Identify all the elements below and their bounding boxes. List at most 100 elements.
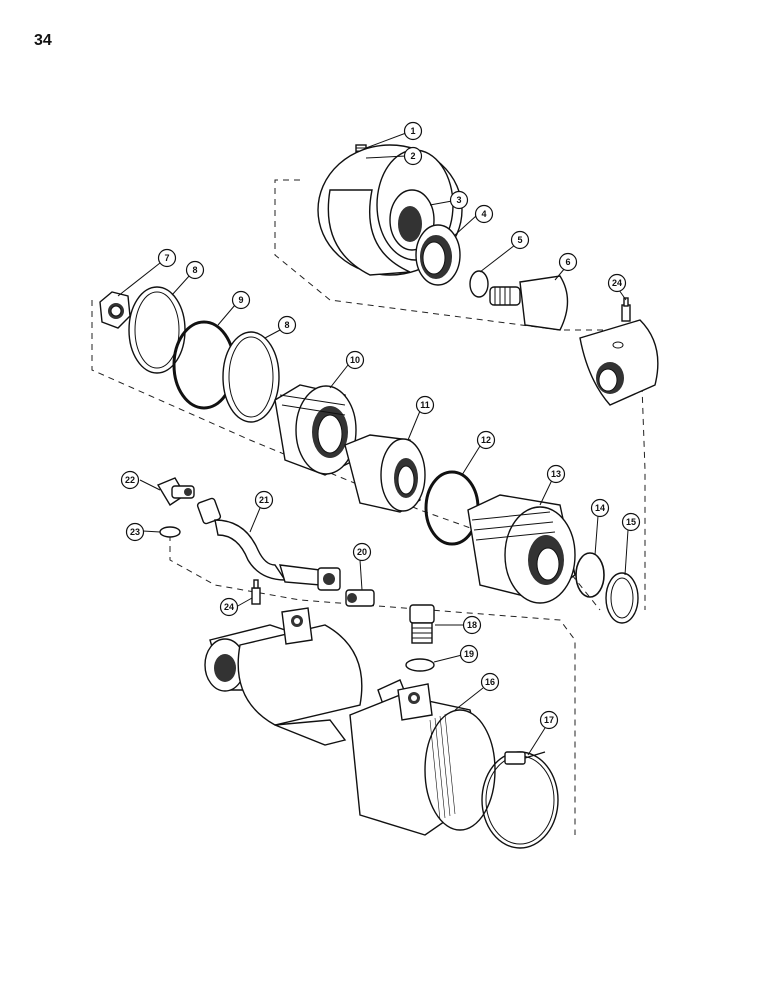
callout-c20: 20 (352, 542, 372, 562)
callout-c6: 6 (558, 252, 578, 272)
callout-label: 24 (224, 602, 234, 612)
callout-c16: 16 (480, 672, 500, 692)
callout-label: 5 (517, 235, 522, 245)
callout-c24b: 24 (219, 597, 239, 617)
part-o-ring-19 (405, 658, 435, 672)
callout-circle (125, 522, 145, 542)
callout-c9: 9 (231, 290, 251, 310)
callout-c23: 23 (125, 522, 145, 542)
callout-c10: 10 (345, 350, 365, 370)
part-spacer-tube (344, 434, 426, 513)
part-lock-nut (99, 291, 131, 329)
callout-circle (352, 542, 372, 562)
callout-circle (185, 260, 205, 280)
callout-label: 4 (481, 209, 486, 219)
callout-c7: 7 (157, 248, 177, 268)
leader-lines (117, 132, 629, 756)
part-backup-ring-15 (605, 572, 639, 624)
callout-c19: 19 (459, 644, 479, 664)
callout-circle (415, 395, 435, 415)
part-wiper-seal (415, 224, 461, 286)
callout-label: 18 (467, 620, 477, 630)
callout-label: 2 (410, 151, 415, 161)
callout-circle (558, 252, 578, 272)
part-elbow-fitting (156, 477, 195, 506)
part-cylinder-head (467, 494, 576, 604)
callout-c14: 14 (590, 498, 610, 518)
callout-circle (539, 710, 559, 730)
part-piston-rod (489, 275, 569, 331)
callout-label: 14 (595, 503, 605, 513)
part-grease-fitting-top (621, 297, 631, 322)
callout-label: 20 (357, 547, 367, 557)
callout-c5: 5 (510, 230, 530, 250)
callout-circle (459, 644, 479, 664)
callout-circle (510, 230, 530, 250)
callout-circle (590, 498, 610, 518)
callout-c18: 18 (462, 615, 482, 635)
callout-label: 11 (420, 400, 430, 410)
callout-circle (480, 672, 500, 692)
callout-label: 10 (350, 355, 360, 365)
callout-label: 6 (565, 257, 570, 267)
callout-c3: 3 (449, 190, 469, 210)
callout-c8b: 8 (277, 315, 297, 335)
callout-circle (120, 470, 140, 490)
part-cylinder-barrel (349, 679, 496, 836)
part-grease-fitting-lower (251, 579, 261, 605)
callout-c8a: 8 (185, 260, 205, 280)
part-rod-eye (579, 319, 659, 406)
callout-circle (254, 490, 274, 510)
callout-circle (219, 597, 239, 617)
callout-label: 1 (410, 126, 415, 136)
callout-label: 15 (626, 517, 636, 527)
callout-label: 21 (259, 495, 269, 505)
part-hydraulic-tube (196, 497, 321, 586)
part-o-ring-12 (424, 470, 480, 546)
callout-circle (462, 615, 482, 635)
assembly-guide-body (169, 535, 576, 835)
callout-circle (231, 290, 251, 310)
callout-c24a: 24 (607, 273, 627, 293)
callout-label: 8 (192, 265, 197, 275)
callout-c12: 12 (476, 430, 496, 450)
callout-label: 9 (238, 295, 243, 305)
callout-circle (345, 350, 365, 370)
page-number: 34 (34, 32, 52, 49)
assembly-guide-upper (274, 179, 646, 610)
callout-label: 7 (164, 253, 169, 263)
part-backup-ring-8a (128, 286, 186, 374)
callout-c15: 15 (621, 512, 641, 532)
callout-c17: 17 (539, 710, 559, 730)
callout-label: 8 (284, 320, 289, 330)
callout-label: 3 (456, 195, 461, 205)
callout-c4: 4 (474, 204, 494, 224)
callout-circle (277, 315, 297, 335)
part-o-ring-14 (575, 552, 605, 598)
callout-circle (621, 512, 641, 532)
part-adapter-fitting-18 (409, 604, 435, 644)
part-piston (274, 384, 357, 476)
callout-c13: 13 (546, 464, 566, 484)
callout-label: 13 (551, 469, 561, 479)
callout-group: 1234562478981011121314152221232024181916… (120, 121, 641, 730)
callout-label: 24 (612, 278, 622, 288)
callout-c1: 1 (403, 121, 423, 141)
callout-label: 23 (130, 527, 140, 537)
callout-circle (157, 248, 177, 268)
part-hose-clamp (481, 751, 559, 849)
callout-c22: 22 (120, 470, 140, 490)
callout-label: 19 (464, 649, 474, 659)
part-o-ring-23 (159, 526, 181, 538)
part-cylinder-base (204, 607, 363, 746)
callout-c2: 2 (403, 146, 423, 166)
callout-label: 12 (481, 435, 491, 445)
part-adapter-fitting-20 (317, 567, 375, 607)
callout-circle (449, 190, 469, 210)
part-o-ring-5 (469, 270, 489, 298)
callout-c11: 11 (415, 395, 435, 415)
callout-circle (474, 204, 494, 224)
callout-circle (476, 430, 496, 450)
